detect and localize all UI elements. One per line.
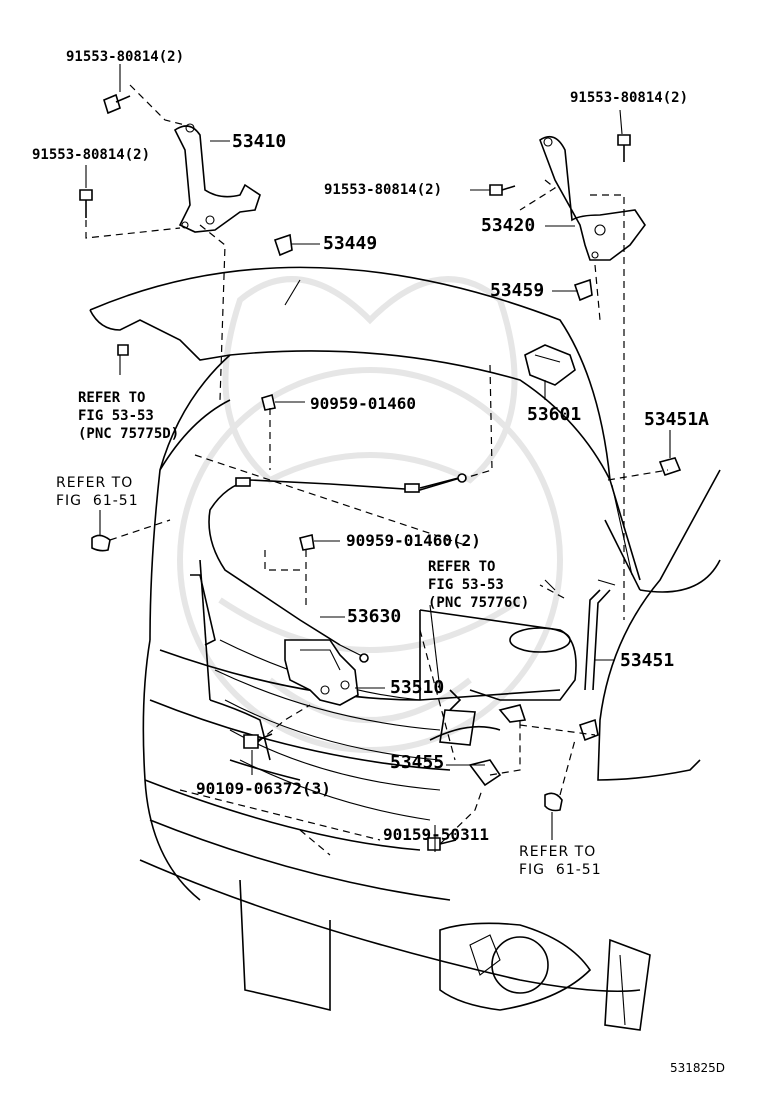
label-refer-fig-61-51-right: REFER TO FIG 61-51 [519,844,602,878]
label-diagram-code: 531825D [670,1061,726,1075]
label-bracket-53455: 53455 [390,752,445,773]
hood-lock-53601 [524,344,576,386]
label-clamp-90959-01460-2: 90959-01460(2) [346,531,481,550]
label-refer-fig-53-53-c: REFER TO FIG 53-53 (PNC 75776C) [428,559,530,611]
label-refer-fig-61-51-left: REFER TO FIG 61-51 [56,475,139,509]
hood-panel [89,266,641,581]
label-cushion-53459: 53459 [490,280,545,301]
cushion-icon [91,233,682,812]
label-bolt-top-left: 91553-80814(2) [66,49,185,65]
hood-lock-assy-53510 [284,639,359,706]
clamp-icon [261,393,315,551]
label-lock-53601: 53601 [527,404,582,425]
label-bolt-top-right: 91553-80814(2) [570,90,689,106]
label-cushion-53449: 53449 [323,233,378,254]
label-bolt-mid-right: 91553-80814(2) [324,182,443,198]
label-clamp-90959-01460: 90959-01460 [310,394,416,413]
label-refer-fig-53-53-d: REFER TO FIG 53-53 (PNC 75775D) [78,390,180,442]
bolt-icon [79,93,631,851]
bracket-53455 [439,704,527,787]
hinge-53410 [173,123,261,233]
label-screw-90159-50311: 90159-50311 [383,825,489,844]
label-rod-53451: 53451 [620,650,675,671]
solid-leaders [85,64,671,852]
label-lock-53510: 53510 [390,677,445,698]
label-holder-53451a: 53451A [644,409,710,430]
label-bolt-90109-06372: 90109-06372(3) [196,779,331,798]
hinge-53420 [539,135,646,261]
label-hinge-53420: 53420 [481,215,536,236]
label-bolt-mid-left: 91553-80814(2) [32,147,151,163]
label-cable-53630: 53630 [347,606,402,627]
release-cable-53630 [208,473,467,663]
label-hinge-53410: 53410 [232,131,287,152]
leader-lines [85,84,669,856]
